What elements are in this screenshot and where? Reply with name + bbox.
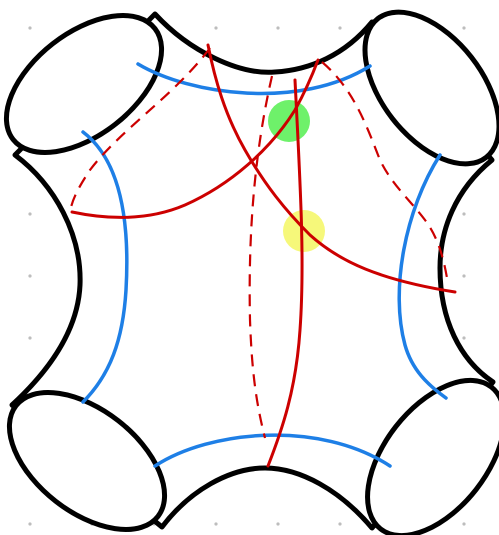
grid-dot xyxy=(28,212,31,215)
grid-dot xyxy=(28,26,31,29)
grid-dot xyxy=(338,522,341,525)
grid-dot xyxy=(28,336,31,339)
grid-dot xyxy=(214,26,217,29)
grid-dot xyxy=(276,522,279,525)
grid-dot xyxy=(462,212,465,215)
grid-dot xyxy=(28,522,31,525)
grid-dot xyxy=(462,522,465,525)
grid-dot xyxy=(338,26,341,29)
grid-dot xyxy=(28,274,31,277)
grid-dot xyxy=(462,274,465,277)
grid-dot xyxy=(214,522,217,525)
grid-dot xyxy=(462,336,465,339)
grid-dot xyxy=(462,26,465,29)
grid-dot xyxy=(276,26,279,29)
